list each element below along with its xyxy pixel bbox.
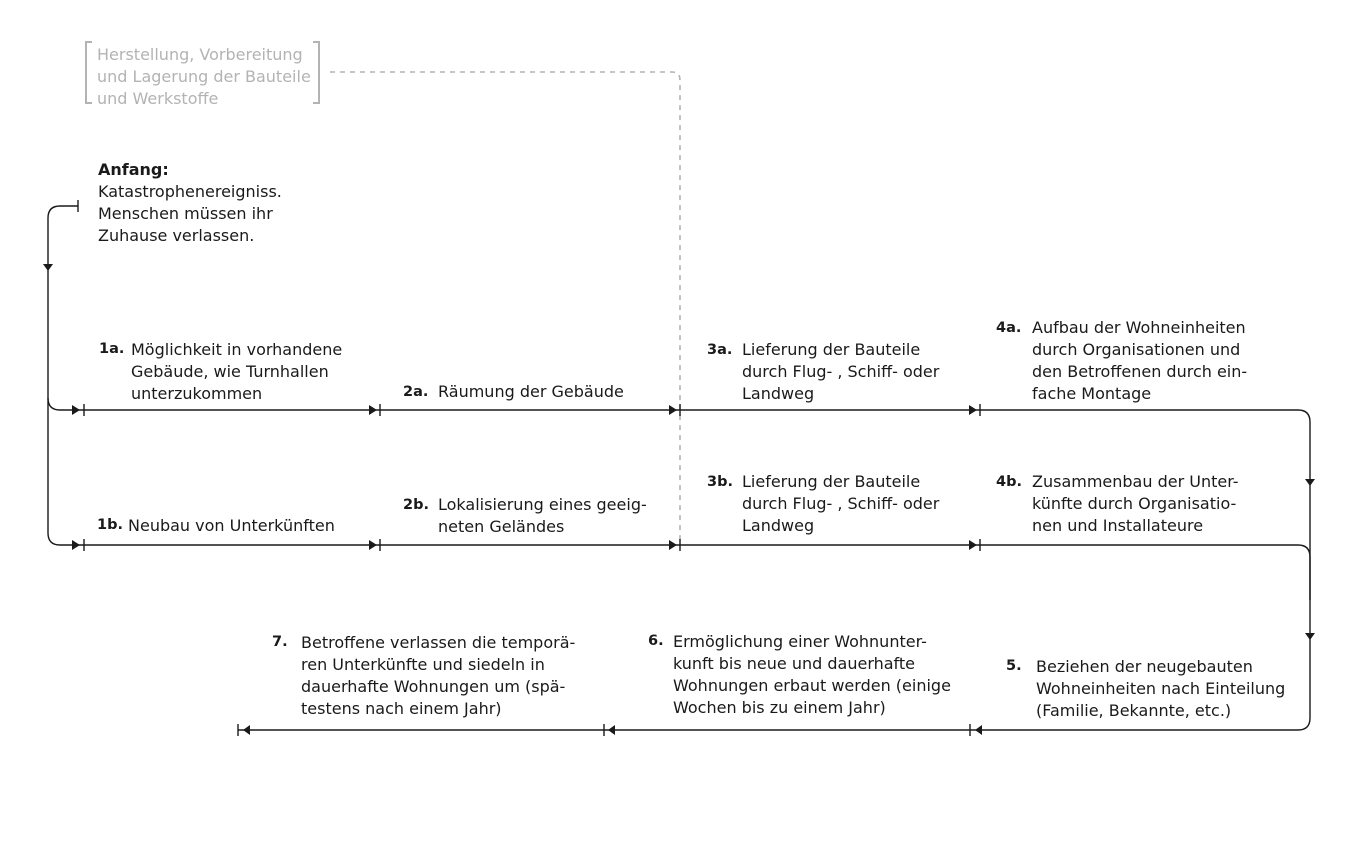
step-7-number: 7. <box>272 634 288 650</box>
step-5-number: 5. <box>1006 658 1022 674</box>
step-2b-number: 2b. <box>403 497 429 513</box>
step-4b-text: Zusammenbau der Unter- künfte durch Orga… <box>1032 472 1239 535</box>
step-3b-text: Lieferung der Bauteile durch Flug- , Sch… <box>742 472 940 535</box>
step-7-text: Betroffene verlassen die temporä- ren Un… <box>301 633 576 718</box>
supply-dashed-connector <box>330 71 681 545</box>
step-3a-text: Lieferung der Bauteile durch Flug- , Sch… <box>742 340 940 403</box>
step-6-text: Ermöglichung einer Wohnunter- kunft bis … <box>673 632 951 717</box>
arrowhead-5 <box>975 725 982 735</box>
arrowhead-4a <box>969 405 977 415</box>
step-1a-number: 1a. <box>99 341 125 357</box>
arrowhead-2a <box>369 405 377 415</box>
step-3b-number: 3b. <box>707 474 733 490</box>
arrowhead-6 <box>608 725 615 735</box>
manufacturing-label: Herstellung, Vorbereitung und Lagerung d… <box>97 45 311 108</box>
arrowhead-3b <box>669 540 677 550</box>
step-2a-text: Räumung der Gebäude <box>438 382 624 401</box>
manufacturing-bracket-right <box>313 41 320 104</box>
arrowhead-1b <box>72 540 80 550</box>
step-1a-text: Möglichkeit in vorhandene Gebäude, wie T… <box>131 340 343 403</box>
step-5-text: Beziehen der neugebauten Wohneinheiten n… <box>1036 657 1286 720</box>
step-2a-number: 2a. <box>403 384 429 400</box>
arrowhead-3a <box>669 405 677 415</box>
step-2b-text: Lokalisierung eines geeig- neten Gelände… <box>438 495 647 536</box>
step-6-number: 6. <box>648 633 664 649</box>
arrowhead-start-down <box>43 264 53 271</box>
arrowhead-2b <box>369 540 377 550</box>
arrowhead-7 <box>243 725 250 735</box>
arrowhead-right-down-1 <box>1305 479 1315 486</box>
arrowhead-4b <box>969 540 977 550</box>
arrowhead-1a <box>72 405 80 415</box>
manufacturing-bracket-left <box>85 41 92 104</box>
start-heading: Anfang: <box>98 160 169 179</box>
step-4b-number: 4b. <box>996 474 1022 490</box>
step-4a-number: 4a. <box>996 320 1022 336</box>
arrowhead-right-down-2 <box>1305 633 1315 640</box>
step-1b-number: 1b. <box>97 517 123 533</box>
start-text: Katastrophenereigniss. Menschen müssen i… <box>98 182 282 245</box>
step-1b-text: Neubau von Unterkünften <box>128 516 335 535</box>
branch-b-connector <box>47 398 78 546</box>
start-connector <box>47 205 78 411</box>
step-4a-text: Aufbau der Wohneinheiten durch Organisat… <box>1032 318 1248 403</box>
step-3a-number: 3a. <box>707 342 733 358</box>
row-b-line <box>78 544 1311 600</box>
